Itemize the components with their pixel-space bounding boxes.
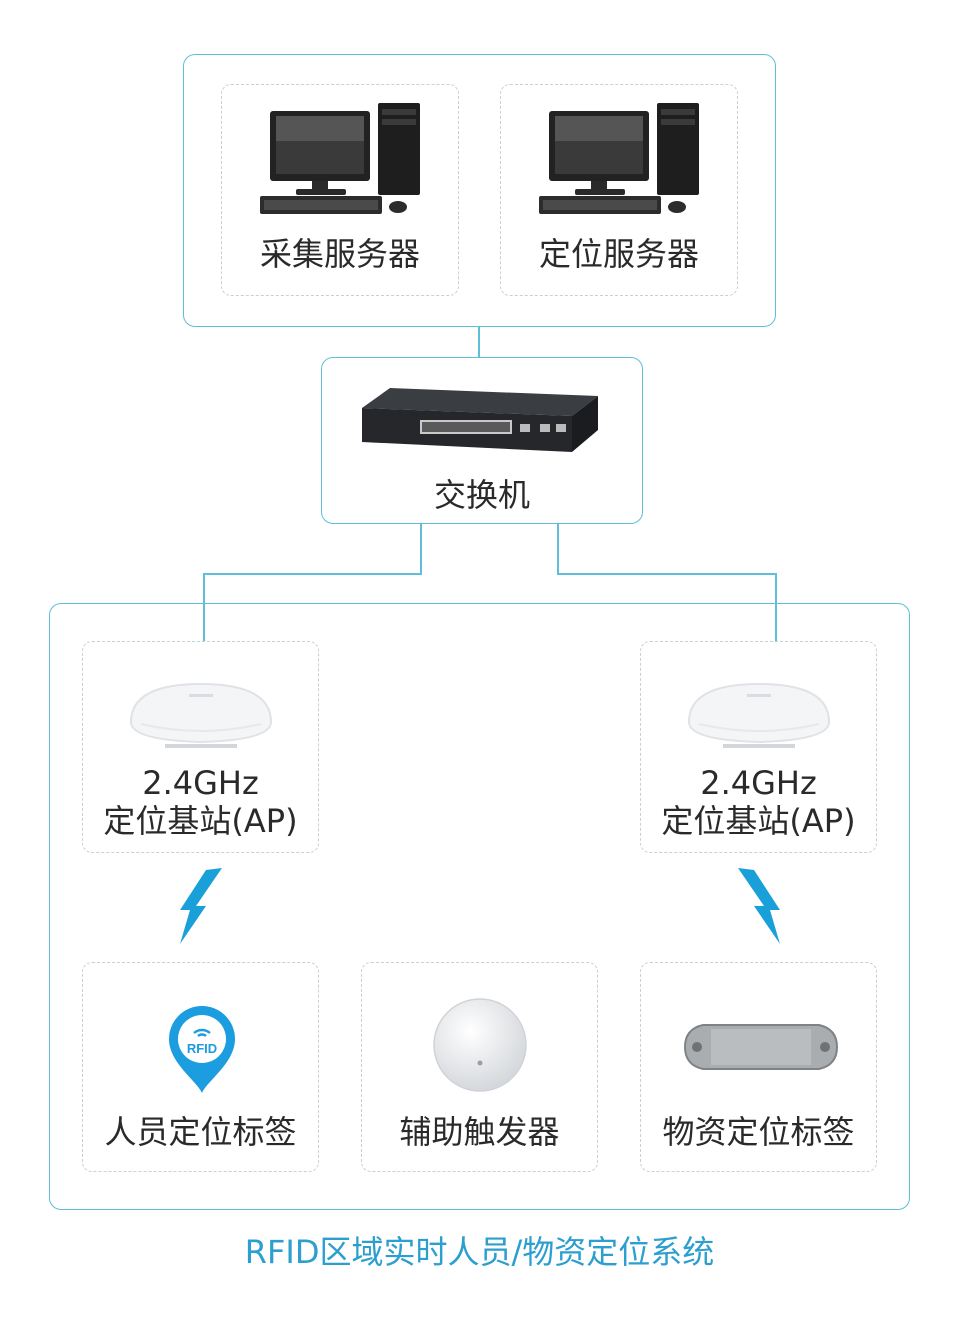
connector-line [203, 573, 205, 641]
access-point-icon [687, 682, 831, 748]
connector-line [557, 524, 559, 574]
diagram-caption: RFID区域实时人员/物资定位系统 [244, 1233, 715, 1271]
person-tag-card: RFID 人员定位标签 [82, 962, 319, 1172]
connector-line [420, 524, 422, 574]
locate-server-label: 定位服务器 [538, 235, 699, 273]
connector-line [557, 573, 776, 575]
person-tag-label: 人员定位标签 [104, 1113, 297, 1151]
base-station-card-right: 2.4GHz 定位基站(AP) [640, 641, 877, 853]
base-station-frequency: 2.4GHz [700, 764, 817, 802]
base-station-label: 定位基站(AP) [661, 802, 856, 840]
collect-server-label: 采集服务器 [259, 235, 420, 273]
desktop-computer-icon [260, 103, 420, 214]
desktop-computer-icon [539, 103, 699, 214]
locate-server-card: 定位服务器 [500, 84, 738, 296]
connector-line [478, 326, 480, 358]
asset-tag-label: 物资定位标签 [662, 1113, 855, 1151]
connector-line [203, 573, 422, 575]
asset-tag-card: 物资定位标签 [640, 962, 877, 1172]
base-station-frequency: 2.4GHz [142, 764, 259, 802]
wireless-signal-icon [738, 868, 780, 944]
server-group-frame [183, 54, 776, 327]
rfid-location-pin-icon: RFID [169, 1006, 235, 1093]
connector-line [775, 573, 777, 641]
trigger-card: 辅助触发器 [361, 962, 598, 1172]
collect-server-card: 采集服务器 [221, 84, 459, 296]
metal-tag-icon [683, 1024, 839, 1070]
switch-label: 交换机 [433, 476, 530, 514]
wireless-signal-icon [180, 868, 222, 944]
base-station-label: 定位基站(AP) [103, 802, 298, 840]
trigger-label: 辅助触发器 [399, 1113, 560, 1151]
access-point-icon [129, 682, 273, 748]
network-switch-icon [362, 388, 598, 452]
rfid-badge-text: RFID [187, 1041, 217, 1056]
switch-frame: 交换机 [321, 357, 643, 524]
field-devices-frame [49, 603, 910, 1210]
base-station-card-left: 2.4GHz 定位基站(AP) [82, 641, 319, 853]
trigger-device-icon [433, 998, 527, 1092]
